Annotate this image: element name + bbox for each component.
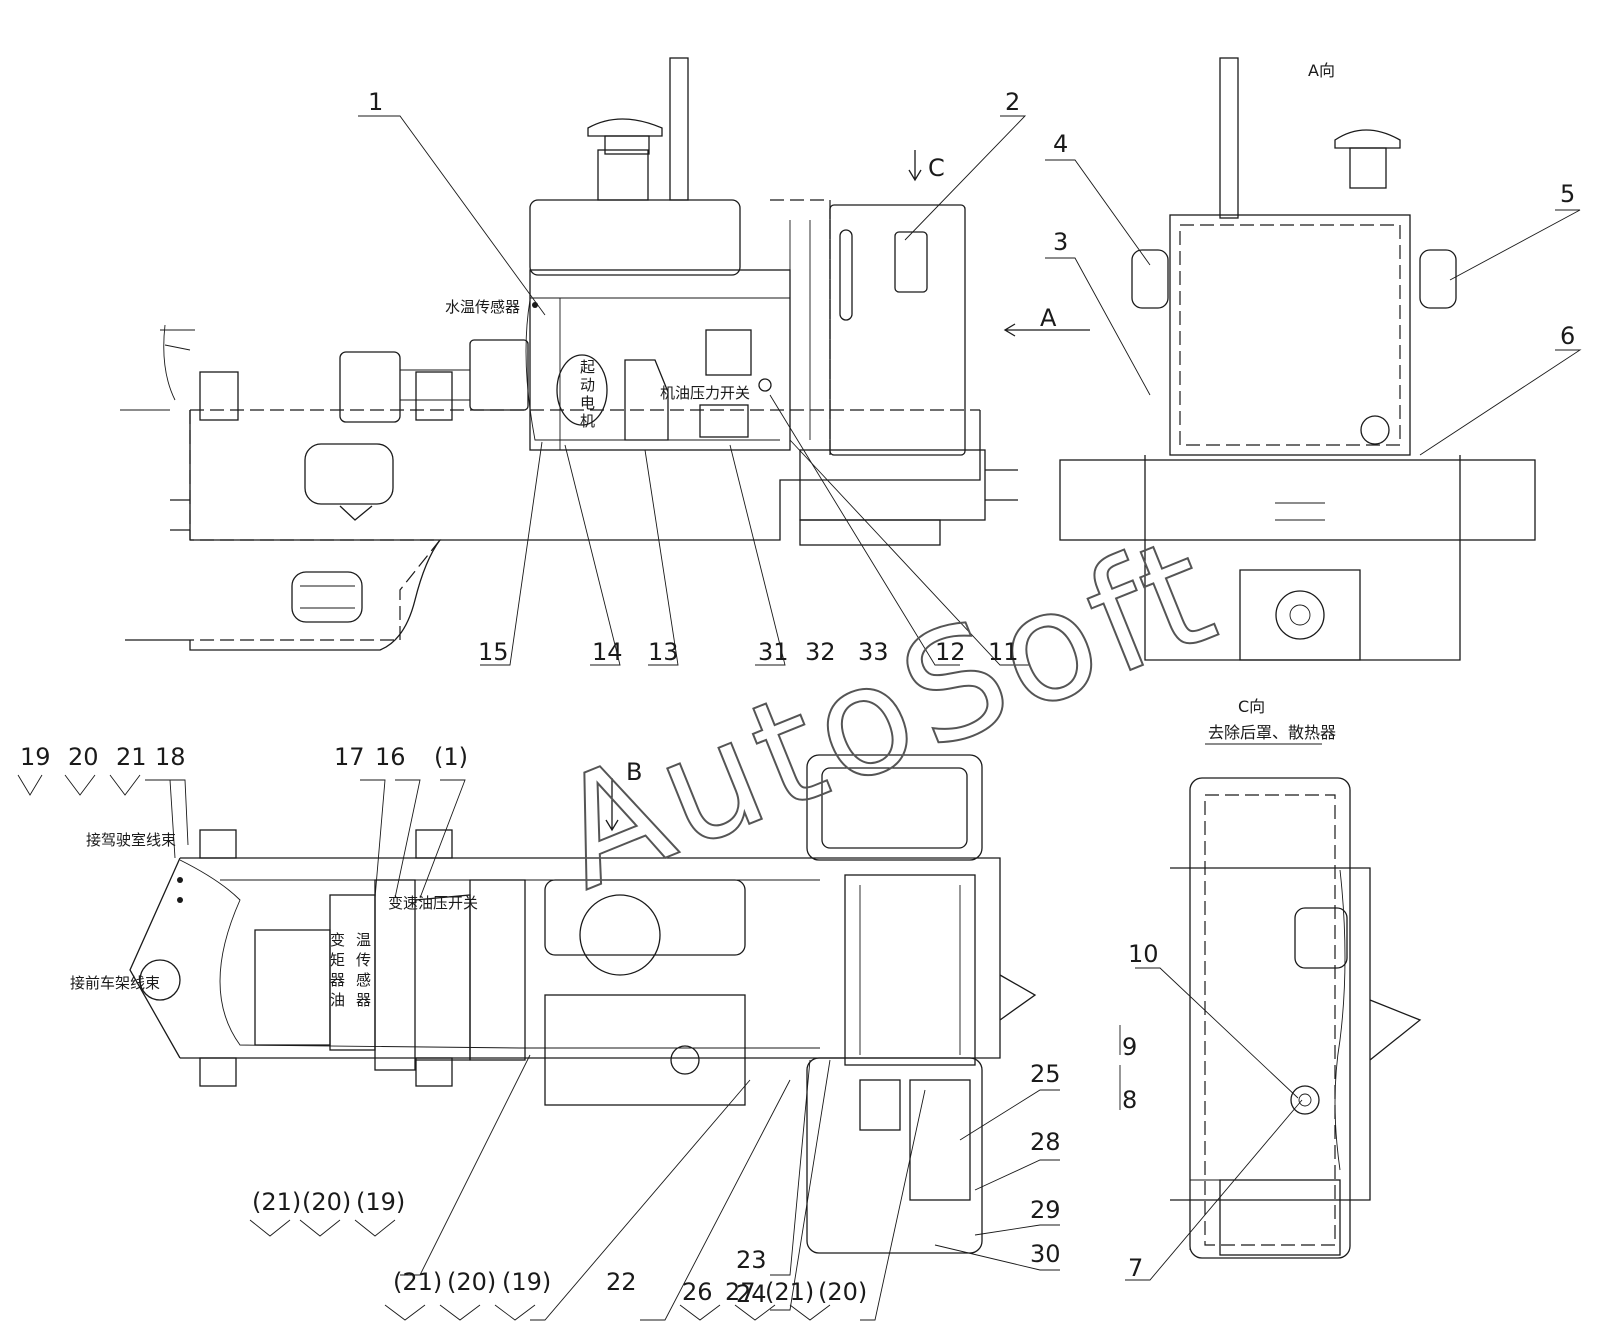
callout-25: 25 (1030, 1060, 1061, 1088)
callout-p21-c: (21) (765, 1278, 814, 1306)
callout-26: 26 (682, 1278, 713, 1306)
water-temp-sensor-label: 水温传感器 (445, 298, 520, 316)
arrow-c-label: C (928, 154, 945, 182)
callout-7: 7 (1128, 1254, 1143, 1282)
callout-5: 5 (1560, 180, 1575, 208)
view-a-title: A向 (1308, 61, 1335, 80)
starter-char-2: 电 (580, 394, 595, 412)
callout-2: 2 (1005, 88, 1020, 116)
callout-3: 3 (1053, 228, 1068, 256)
leader-lines (17, 115, 1582, 1321)
temp-sensor-char-0: 温 (356, 931, 371, 949)
callout-12: 12 (935, 638, 966, 666)
starter-char-0: 起 (580, 358, 595, 376)
callout-10: 10 (1128, 940, 1159, 968)
callout-p20-a: (20) (302, 1188, 351, 1216)
callout-8: 8 (1122, 1086, 1137, 1114)
callout-p20-b: (20) (447, 1268, 496, 1296)
callout-24: 24 (736, 1280, 767, 1308)
callout-32: 32 (805, 638, 836, 666)
to-cab-harness-label: 接驾驶室线束 (86, 831, 176, 849)
callout-31: 31 (758, 638, 789, 666)
callout-17: 17 (334, 743, 365, 771)
arrow-b-label: B (626, 758, 642, 786)
temp-sensor-char-2: 感 (356, 971, 371, 989)
starter-char-1: 动 (580, 376, 595, 394)
torque-conv-char-1: 矩 (330, 951, 345, 969)
oil-pressure-switch-label: 机油压力开关 (660, 384, 750, 402)
view-a (1059, 57, 1536, 661)
callout-15: 15 (478, 638, 509, 666)
callout-13: 13 (648, 638, 679, 666)
starter-char-3: 机 (580, 412, 595, 430)
arrow-a-label: A (1040, 304, 1057, 332)
torque-conv-char-3: 油 (330, 991, 345, 1009)
torque-conv-char-2: 器 (330, 971, 345, 989)
temp-sensor-char-3: 器 (356, 991, 371, 1009)
callout-22: 22 (606, 1268, 637, 1296)
callout-p21-b: (21) (393, 1268, 442, 1296)
callout-4: 4 (1053, 130, 1068, 158)
temp-sensor-char-1: 传 (356, 951, 371, 969)
callout-20: 20 (68, 743, 99, 771)
callout-28: 28 (1030, 1128, 1061, 1156)
callout-14: 14 (592, 638, 623, 666)
callout-29: 29 (1030, 1196, 1061, 1224)
callout-p19-b: (19) (502, 1268, 551, 1296)
top-view (129, 754, 1037, 1254)
callout-30: 30 (1030, 1240, 1061, 1268)
view-c-title: C向 (1238, 697, 1265, 716)
callout-1: 1 (368, 88, 383, 116)
callout-11: 11 (988, 638, 1019, 666)
callout-p21-a: (21) (252, 1188, 301, 1216)
callout-numbers: 1 2 3 4 5 6 7 8 9 10 11 12 13 14 15 16 1… (20, 88, 1575, 1308)
side-view (120, 57, 1018, 651)
view-c (1170, 777, 1422, 1259)
to-front-frame-harness-label: 接前车架线束 (70, 974, 160, 992)
callout-6: 6 (1560, 322, 1575, 350)
callout-27: 27 (725, 1278, 756, 1306)
torque-conv-char-0: 变 (330, 931, 345, 949)
callout-23: 23 (736, 1246, 767, 1274)
callout-9: 9 (1122, 1033, 1137, 1061)
callout-18: 18 (155, 743, 186, 771)
callout-21: 21 (116, 743, 147, 771)
callout-19: 19 (20, 743, 51, 771)
callout-33: 33 (858, 638, 889, 666)
trans-oil-pressure-switch-label: 变速油压开关 (388, 894, 478, 912)
callout-p1: (1) (434, 743, 468, 771)
view-c-note: 去除后罩、散热器 (1208, 723, 1336, 742)
callout-p20-c: (20) (818, 1278, 867, 1306)
callout-p19-a: (19) (356, 1188, 405, 1216)
callout-16: 16 (375, 743, 406, 771)
